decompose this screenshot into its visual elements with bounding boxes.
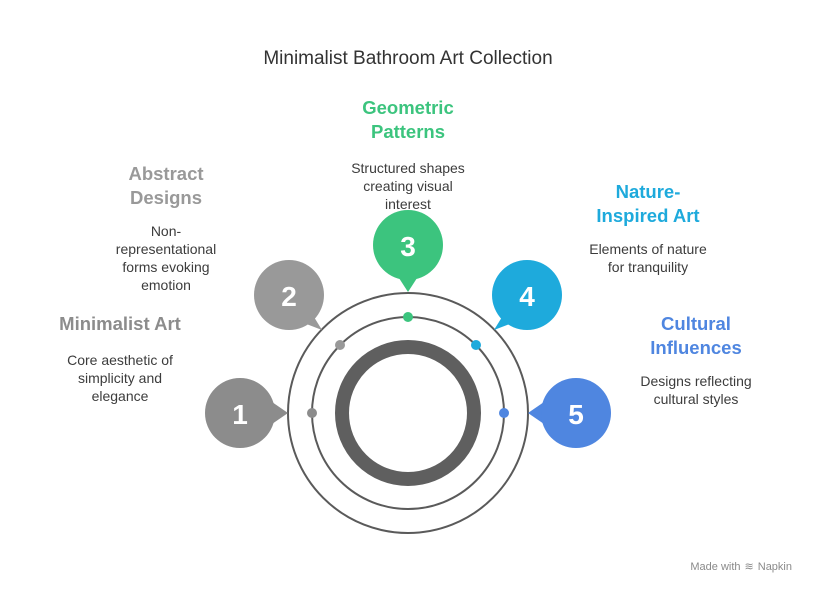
callout-number-4: 4 bbox=[519, 281, 535, 312]
callout-5: 5 bbox=[528, 378, 611, 448]
item-description-2: Non- representational forms evoking emot… bbox=[115, 223, 217, 293]
watermark: Made with ≋ Napkin bbox=[690, 560, 792, 574]
center-ring bbox=[335, 340, 481, 486]
napkin-logo-icon: ≋ bbox=[744, 561, 754, 573]
marker-dot-1 bbox=[307, 408, 317, 418]
item-title-1: Minimalist Art bbox=[59, 313, 181, 334]
callout-2: 2 bbox=[254, 260, 324, 330]
diagram-title: Minimalist Bathroom Art Collection bbox=[263, 48, 553, 69]
item-description-5: Designs reflecting cultural styles bbox=[640, 373, 752, 407]
callout-4: 4 bbox=[492, 260, 562, 330]
marker-dot-5 bbox=[499, 408, 509, 418]
marker-dot-3 bbox=[403, 312, 413, 322]
callout-number-3: 3 bbox=[400, 231, 416, 262]
item-title-3: Geometric Patterns bbox=[362, 97, 454, 142]
watermark-brand: Napkin bbox=[757, 560, 792, 573]
callout-number-2: 2 bbox=[281, 281, 297, 312]
callout-number-5: 5 bbox=[568, 399, 584, 430]
item-description-3: Structured shapes creating visual intere… bbox=[351, 160, 465, 212]
item-description-1: Core aesthetic of simplicity and eleganc… bbox=[67, 352, 173, 404]
outer-ring bbox=[287, 292, 529, 534]
item-title-2: Abstract Designs bbox=[128, 163, 204, 208]
callout-1: 1 bbox=[205, 378, 288, 448]
item-title-4: Nature- Inspired Art bbox=[596, 181, 700, 226]
marker-dot-4 bbox=[471, 340, 481, 350]
item-description-4: Elements of nature for tranquility bbox=[589, 241, 707, 275]
marker-dot-2 bbox=[335, 340, 345, 350]
watermark-text: Made with bbox=[690, 560, 741, 573]
item-title-5: Cultural Influences bbox=[650, 313, 742, 358]
callout-number-1: 1 bbox=[232, 399, 248, 430]
callout-3: 3 bbox=[373, 210, 443, 292]
